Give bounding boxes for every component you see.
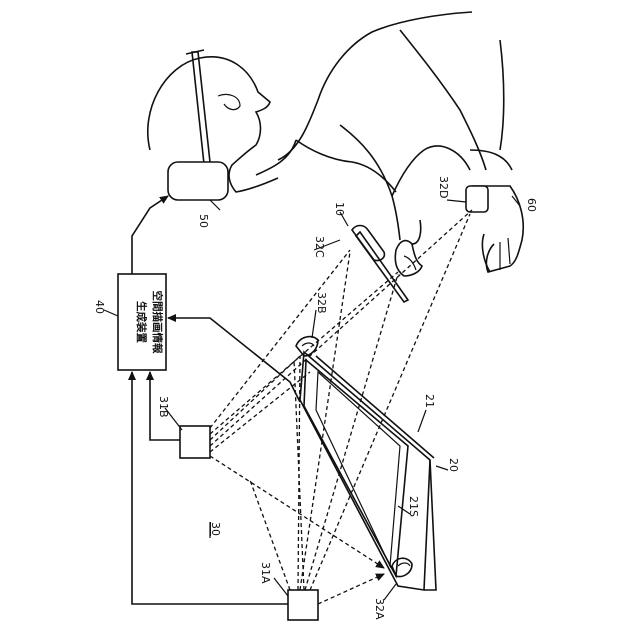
device-label-line2: 生成装置: [135, 301, 148, 343]
ref-21S: 21S: [407, 496, 420, 517]
ref-32A: 32A: [373, 598, 386, 620]
ref-30: 30: [209, 522, 222, 536]
hmd-50: [168, 50, 228, 200]
ref-21: 21: [423, 394, 436, 408]
device-label-line1: 空間描画情報: [151, 291, 164, 354]
ref-31A: 31A: [259, 562, 272, 584]
camera-31A: [288, 590, 318, 620]
ref-32D: 32D: [437, 176, 450, 198]
ref-40: 40: [93, 300, 106, 314]
tablet-20: [296, 337, 436, 590]
ref-10: 10: [333, 202, 346, 216]
camera-31B: [180, 426, 210, 458]
ref-32C: 32C: [313, 236, 326, 258]
ref-20: 20: [447, 458, 460, 472]
ref-50: 50: [197, 214, 210, 228]
ref-31B: 31B: [157, 396, 170, 418]
tracker-32D: [466, 186, 488, 212]
ref-60: 60: [525, 198, 538, 212]
ref-32B: 32B: [315, 292, 328, 314]
